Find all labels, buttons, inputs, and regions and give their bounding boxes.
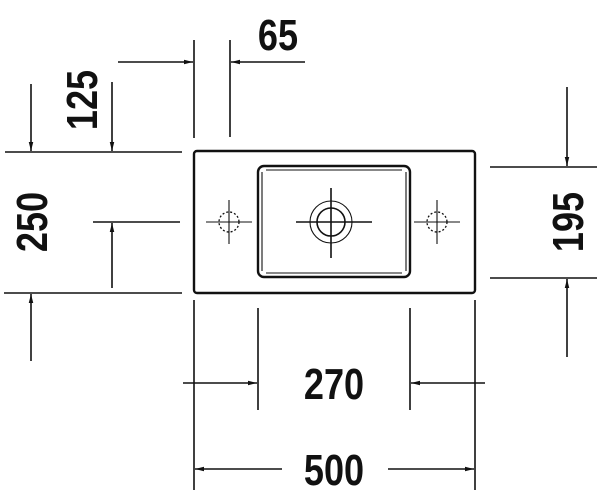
tap-hole-left-icon xyxy=(206,200,252,244)
dimension-label-500: 500 xyxy=(304,446,364,495)
tap-hole-right-icon xyxy=(414,200,460,244)
dimension-65: 65 xyxy=(118,11,305,138)
dimension-bottom: 270 500 xyxy=(183,300,485,495)
dimension-label-65: 65 xyxy=(258,11,298,60)
dimension-label-195: 195 xyxy=(544,192,593,252)
basin-top-view xyxy=(192,149,477,295)
dimension-left: 125 250 xyxy=(4,70,182,361)
dimension-label-270: 270 xyxy=(304,360,364,409)
basin-outline xyxy=(192,149,477,295)
bowl-outline xyxy=(256,164,412,279)
drain-icon xyxy=(296,188,372,258)
dimension-195: 195 xyxy=(490,87,597,357)
bowl-inner-edge xyxy=(261,169,407,274)
dimension-label-125: 125 xyxy=(58,70,107,130)
dimension-label-250: 250 xyxy=(8,192,57,252)
